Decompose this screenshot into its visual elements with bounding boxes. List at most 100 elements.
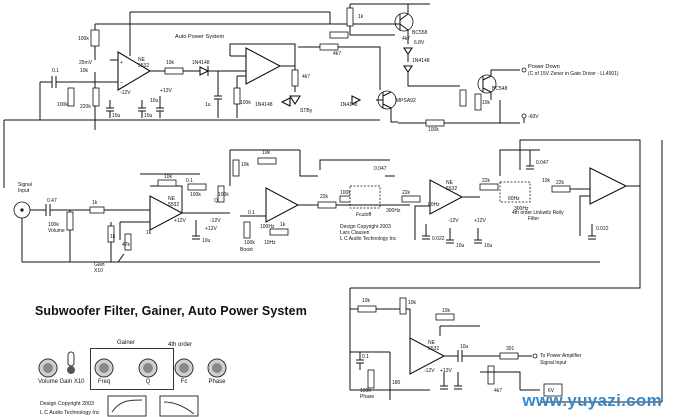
svg-text:100k: 100k [190,192,201,198]
svg-text:22k: 22k [482,178,491,184]
q-knob[interactable] [138,358,158,378]
svg-text:0.047: 0.047 [536,160,549,166]
svg-text:25mV: 25mV [79,60,93,66]
svg-text:Design Copyright 2003: Design Copyright 2003 [340,224,391,230]
svg-text:-60V: -60V [528,114,539,120]
svg-text:100Hz: 100Hz [260,224,275,230]
watermark: www.yuyazi.com [522,391,662,410]
opamp-buffer [265,187,300,223]
opamp-filter-1 [429,179,464,215]
svg-text:+12V: +12V [474,218,486,224]
svg-text:MPSA92: MPSA92 [396,98,416,104]
gain-x10-switch[interactable] [67,351,75,374]
svg-text:1N4148: 1N4148 [255,102,273,108]
svg-text:0.1: 0.1 [52,68,59,74]
svg-text:10Hz: 10Hz [264,240,276,246]
svg-text:5532: 5532 [446,186,457,192]
freq-response-thumb-1 [107,395,147,417]
volume-label: Volume [37,379,58,385]
svg-text:5532: 5532 [428,346,439,352]
svg-text:0.022: 0.022 [596,226,609,232]
svg-text:10u: 10u [456,243,465,249]
svg-text:10u: 10u [484,243,493,249]
fc-label: Fc [180,379,188,385]
svg-text:STBy: STBy [300,108,313,114]
phase-label: Phase [208,379,226,385]
svg-text:4k7: 4k7 [402,36,410,42]
svg-text:10k: 10k [164,174,173,180]
freq-label: Freq [97,379,111,385]
svg-text:To Power Amplifier: To Power Amplifier [540,353,582,359]
svg-text:1k: 1k [280,222,286,228]
svg-text:0.1: 0.1 [362,354,369,360]
svg-text:100k: 100k [340,190,351,196]
gainer-group [90,348,174,390]
svg-text:-12V: -12V [448,218,459,224]
svg-text:Signal: Signal [18,182,32,188]
svg-text:10u: 10u [460,344,469,350]
opamp-filter-2 [589,167,628,205]
svg-text:100k: 100k [218,192,229,198]
svg-text:100k: 100k [360,388,371,394]
gain-x10-label: Gain X10 [59,379,85,385]
auto-power-section: NE 5532 + − 100k 25mV 10k 0.1 100k 220k … [4,3,619,133]
opamp-detector [117,51,152,91]
svg-text:-12V: -12V [210,218,221,224]
svg-text:10u: 10u [150,98,159,104]
svg-text:22k: 22k [320,194,329,200]
svg-text:0.1: 0.1 [248,210,255,216]
svg-text:220k: 220k [80,104,91,110]
svg-text:(C of 15V Zener in Gate Driver: (C of 15V Zener in Gate Driver - LL4001) [528,71,619,77]
opamp-phase [409,337,446,375]
svg-text:22k: 22k [402,190,411,196]
opamp-comparator [245,47,282,85]
svg-text:10k: 10k [482,100,491,106]
phase-knob[interactable] [207,358,227,378]
svg-text:L C Audio Technology Inc: L C Audio Technology Inc [340,236,397,242]
svg-text:100k: 100k [244,240,255,246]
svg-text:Gain: Gain [94,262,105,268]
svg-text:−: − [120,80,123,86]
svg-text:1k: 1k [358,14,364,20]
svg-text:4th order Linkwitz Reily: 4th order Linkwitz Reily [512,210,564,216]
svg-text:1k: 1k [110,234,116,240]
svg-text:Volume: Volume [48,228,65,234]
svg-text:1k: 1k [146,230,152,236]
svg-text:10k: 10k [442,308,451,314]
svg-text:4k7: 4k7 [494,388,502,394]
svg-text:X10: X10 [94,268,103,274]
svg-text:Filter: Filter [528,216,539,222]
svg-text:NE: NE [138,57,146,63]
volume-knob[interactable] [38,358,58,378]
svg-text:NE: NE [168,196,176,202]
svg-text:100k: 100k [48,222,59,228]
svg-text:0.47: 0.47 [47,198,57,204]
svg-text:1N4148: 1N4148 [192,60,210,66]
svg-text:301: 301 [506,346,515,352]
svg-text:100k: 100k [78,36,89,42]
svg-text:47k: 47k [122,242,131,248]
svg-text:10k: 10k [80,68,89,74]
svg-text:100k: 100k [428,127,439,133]
svg-text:Input: Input [18,188,30,194]
svg-text:Q: Q [214,198,218,204]
svg-text:10k: 10k [166,60,175,66]
fc-knob[interactable] [174,358,194,378]
svg-text:4k7: 4k7 [302,74,310,80]
svg-text:10k: 10k [241,162,250,168]
freq-knob[interactable] [94,358,114,378]
svg-text:5532: 5532 [168,202,179,208]
svg-text:1k: 1k [92,200,98,206]
svg-text:NE: NE [446,180,454,186]
resistor-100k-top [90,29,100,47]
svg-text:0.022: 0.022 [432,236,445,242]
svg-text:100k: 100k [240,100,251,106]
svg-text:Phase: Phase [360,394,374,400]
svg-text:Power Down: Power Down [528,64,560,70]
q-label: Q [145,379,151,385]
volume-pot [66,211,74,231]
svg-text:10k: 10k [408,300,417,306]
svg-text:60Hz: 60Hz [428,202,440,208]
phase-output-section: 10k 10k 0.1 100k Phase 180 NE 5532 -12V … [349,140,663,403]
svg-text:60Hz: 60Hz [508,196,520,202]
